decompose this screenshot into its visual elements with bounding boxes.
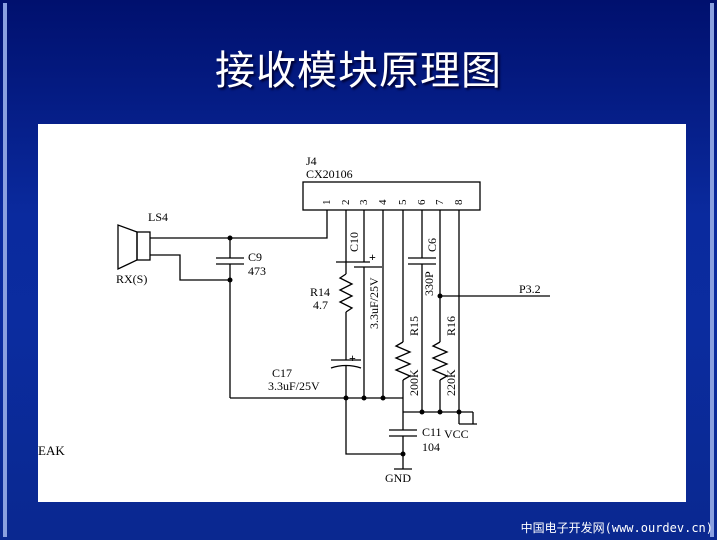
schematic-panel: J4 CX20106 1 2 3 4 5 6 7 8 LS4 RX(S) C9 … <box>38 124 686 502</box>
c6-ref: C6 <box>425 238 439 252</box>
j4-pin-3: 3 <box>358 199 370 205</box>
footer-credit: 中国电子开发网(www.ourdev.cn) <box>520 521 713 535</box>
c17-plate-bottom <box>330 364 362 369</box>
c17-value: 3.3uF/25V <box>268 379 320 393</box>
r14-value: 4.7 <box>313 298 328 312</box>
r15-value: 200K <box>407 369 421 396</box>
r15-ref: R15 <box>407 316 421 336</box>
j4-part: CX20106 <box>306 167 353 181</box>
c11-value: 104 <box>422 440 440 454</box>
slide-title: 接收模块原理图 <box>215 48 502 94</box>
j4-body <box>302 181 481 211</box>
j4-ref: J4 <box>306 154 317 168</box>
gnd-label: GND <box>385 471 411 485</box>
c11-ref: C11 <box>422 425 442 439</box>
r15-body <box>394 341 412 381</box>
side-text-fragment: EAK <box>38 443 65 458</box>
slide-frame <box>3 3 714 537</box>
r16-body <box>431 341 449 381</box>
j4-pin-7: 7 <box>434 199 446 205</box>
c10-ref: C10 <box>347 232 361 252</box>
j4-pin-labels: 1 2 3 4 5 6 7 8 <box>321 199 465 205</box>
r14-ref: R14 <box>310 285 330 299</box>
j4-pin-8: 8 <box>453 199 465 205</box>
r14-body <box>338 273 354 313</box>
c10-value: 3.3uF/25V <box>367 277 381 329</box>
j4-pin-4: 4 <box>377 199 389 205</box>
p32-label: P3.2 <box>519 282 541 296</box>
c9-ref: C9 <box>248 250 262 264</box>
c9-value: 473 <box>248 264 266 278</box>
r16-value: 220K <box>444 369 458 396</box>
j4-pin-2: 2 <box>340 200 352 206</box>
wire-ls4-pin1 <box>150 210 328 239</box>
c17-ref: C17 <box>272 366 292 380</box>
vcc-label: VCC <box>444 427 469 441</box>
c10-plus: + <box>369 250 376 264</box>
c17-plus: + <box>349 351 356 365</box>
j4-pin-5: 5 <box>397 199 409 205</box>
j4-pin-1: 1 <box>321 200 333 206</box>
ls4-label: RX(S) <box>116 272 147 286</box>
j4-pin-6: 6 <box>416 199 428 205</box>
wire-ls4-bottom <box>150 254 230 281</box>
c6-value: 330P <box>422 271 436 296</box>
ls4-body <box>136 231 151 261</box>
ls4-ref: LS4 <box>148 210 168 224</box>
ls4-cone <box>117 224 138 271</box>
r16-ref: R16 <box>444 316 458 336</box>
schematic-diagram: J4 CX20106 1 2 3 4 5 6 7 8 LS4 RX(S) C9 … <box>116 154 550 485</box>
